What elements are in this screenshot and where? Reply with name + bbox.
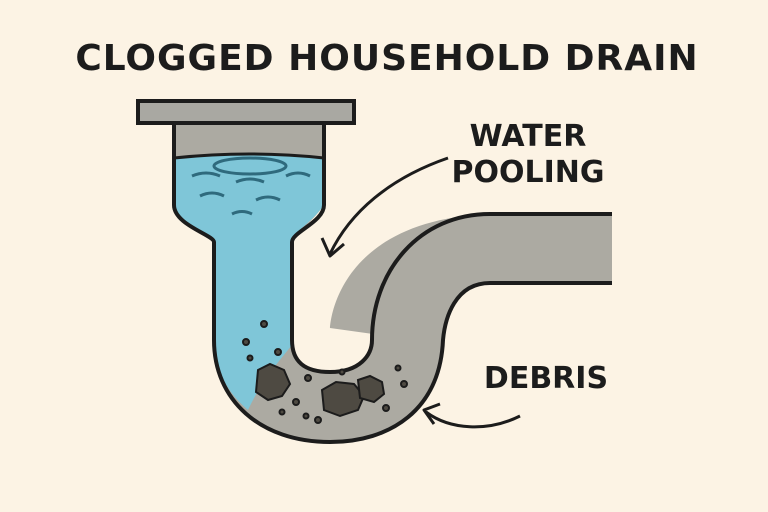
debris-clumps	[242, 320, 408, 424]
label-water-line1: WATER	[470, 119, 587, 154]
label-debris: DEBRIS	[484, 361, 608, 396]
drain-cap	[136, 99, 356, 125]
diagram-title: CLOGGED HOUSEHOLD DRAIN	[75, 38, 698, 79]
water-arrow	[328, 156, 449, 255]
pooled-water	[174, 154, 324, 410]
p-trap-pipe	[172, 125, 612, 444]
debris-arrow	[425, 410, 521, 429]
label-water-line2: POOLING	[451, 155, 604, 190]
